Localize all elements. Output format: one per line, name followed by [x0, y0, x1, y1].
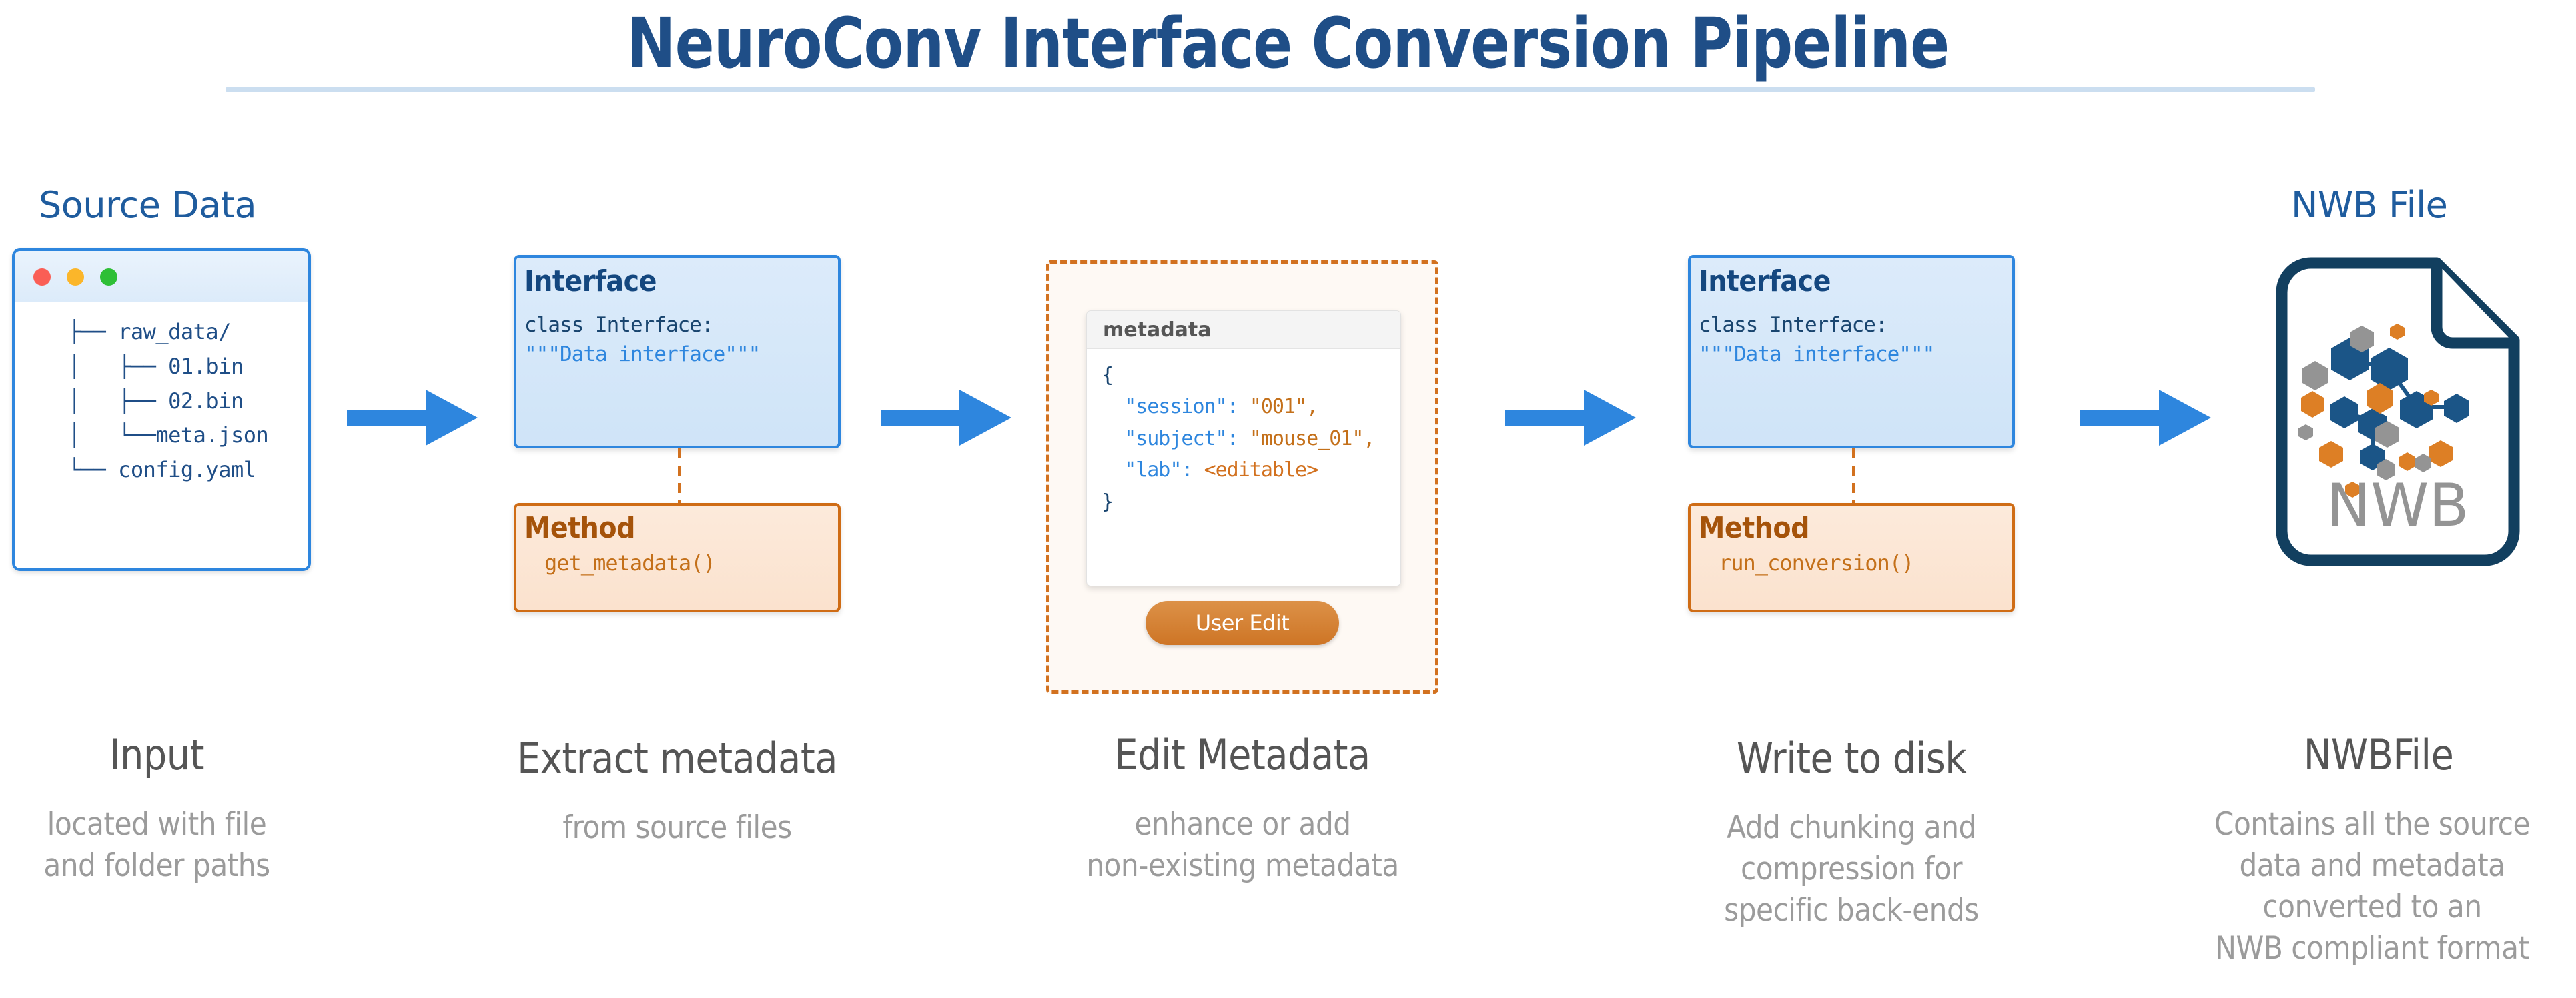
json-value-subject: "mouse_01",: [1249, 426, 1376, 450]
source-data-heading: Source Data: [39, 184, 257, 226]
interface-method-connector: [1852, 448, 1855, 503]
method-box-title: Method: [1699, 511, 1809, 545]
metadata-json-body[interactable]: { "session": "001", "subject": "mouse_01…: [1087, 349, 1400, 518]
caption-title-input: Input: [109, 730, 204, 779]
caption-sub-extract-metadata: from source files: [562, 809, 792, 846]
caption-title-nwbfile: NWBFile: [2303, 730, 2454, 779]
flow-arrow-4: [2080, 387, 2214, 448]
method-box: Method run_conversion(): [1688, 503, 2015, 612]
hexagon-gray-2: [2302, 361, 2328, 390]
stage4-method-card[interactable]: Method run_conversion(): [1688, 503, 2015, 612]
json-key-session: "session":: [1124, 395, 1239, 419]
hexagon-orange-5: [2399, 452, 2415, 471]
hexagon-orange-4: [2429, 440, 2453, 467]
caption-sub-input: located with file and folder paths: [43, 806, 270, 885]
source-data-window[interactable]: ├── raw_data/ │ ├── 01.bin │ ├── 02.bin …: [12, 248, 311, 571]
metadata-edit-panel: metadata { "session": "001", "subject": …: [1046, 260, 1438, 694]
hexagon-orange-1: [2367, 383, 2393, 414]
flow-arrow-2: [881, 387, 1014, 448]
json-open-brace: {: [1102, 364, 1114, 387]
metadata-card-title: metadata: [1087, 311, 1400, 349]
metadata-card[interactable]: metadata { "session": "001", "subject": …: [1086, 310, 1401, 586]
method-code: run_conversion(): [1719, 550, 1914, 576]
interface-code-line2: """Data interface""": [1699, 342, 1935, 367]
nwb-file-label: NWB: [2326, 471, 2469, 540]
hexagon-blue-med-3: [2444, 394, 2469, 423]
interface-box: Interface class Interface: """Data inter…: [1688, 255, 2015, 448]
interface-box-title: Interface: [524, 264, 657, 298]
hexagon-orange-8: [2345, 482, 2360, 498]
window-titlebar: [15, 251, 308, 302]
hexagon-gray-4: [2298, 424, 2313, 440]
hexagon-orange-3: [2319, 441, 2343, 468]
hexagon-gray-6: [2415, 454, 2431, 472]
interface-code: class Interface: """Data interface""": [524, 310, 838, 369]
page-title: NeuroConv Interface Conversion Pipeline: [626, 3, 1950, 84]
json-key-subject: "subject":: [1124, 426, 1239, 450]
method-code: get_metadata(): [544, 550, 716, 576]
stage2-method-card[interactable]: Method get_metadata(): [514, 503, 841, 612]
minimize-dot-amber-icon[interactable]: [67, 268, 84, 286]
hexagon-gray-3: [2375, 421, 2399, 448]
json-value-session: "001",: [1249, 395, 1318, 419]
interface-box: Interface class Interface: """Data inter…: [514, 255, 841, 448]
interface-code-line2: """Data interface""": [524, 342, 761, 367]
hexagon-orange-6: [2390, 324, 2405, 340]
caption-sub-edit-metadata: enhance or add non-existing metadata: [1086, 806, 1399, 885]
caption-title-write-to-disk: Write to disk: [1736, 734, 1967, 783]
interface-code: class Interface: """Data interface""": [1699, 310, 2012, 369]
interface-method-connector: [678, 448, 681, 503]
folded-corner-icon: [2431, 263, 2514, 349]
hexagon-orange-2: [2301, 391, 2324, 418]
caption-sub-nwbfile: Contains all the source data and metadat…: [2214, 806, 2531, 967]
hexagon-blue-large-2: [2371, 348, 2408, 390]
stage2-interface-card[interactable]: Interface class Interface: """Data inter…: [514, 255, 841, 448]
nwb-file-icon[interactable]: NWB: [2271, 252, 2525, 571]
hexagon-gray-5: [2377, 459, 2395, 480]
json-value-lab-editable[interactable]: <editable>: [1204, 458, 1319, 482]
stage4-interface-card[interactable]: Interface class Interface: """Data inter…: [1688, 255, 2015, 448]
flow-arrow-1: [347, 387, 480, 448]
method-box: Method get_metadata(): [514, 503, 841, 612]
json-close-brace: }: [1102, 490, 1114, 514]
interface-box-title: Interface: [1699, 264, 1831, 298]
interface-code-line1: class Interface:: [524, 313, 714, 337]
caption-title-extract-metadata: Extract metadata: [517, 734, 837, 783]
method-box-title: Method: [524, 511, 635, 545]
hexagon-orange-7: [2424, 390, 2439, 406]
hexagon-blue-med-1: [2330, 396, 2358, 428]
title-underline-rule: [226, 87, 2315, 92]
json-key-lab: "lab":: [1124, 458, 1193, 482]
user-edit-button[interactable]: User Edit: [1146, 601, 1339, 645]
file-tree: ├── raw_data/ │ ├── 01.bin │ ├── 02.bin …: [68, 319, 269, 483]
caption-sub-write-to-disk: Add chunking and compression for specifi…: [1724, 809, 1979, 929]
flow-arrow-3: [1505, 387, 1639, 448]
interface-code-line1: class Interface:: [1699, 313, 1888, 337]
caption-title-edit-metadata: Edit Metadata: [1114, 730, 1370, 779]
network-hexagons: [2298, 324, 2469, 498]
hexagon-gray-1: [2350, 326, 2374, 352]
nwb-file-heading: NWB File: [2291, 184, 2448, 226]
maximize-dot-green-icon[interactable]: [100, 268, 117, 286]
close-dot-red-icon[interactable]: [33, 268, 51, 286]
